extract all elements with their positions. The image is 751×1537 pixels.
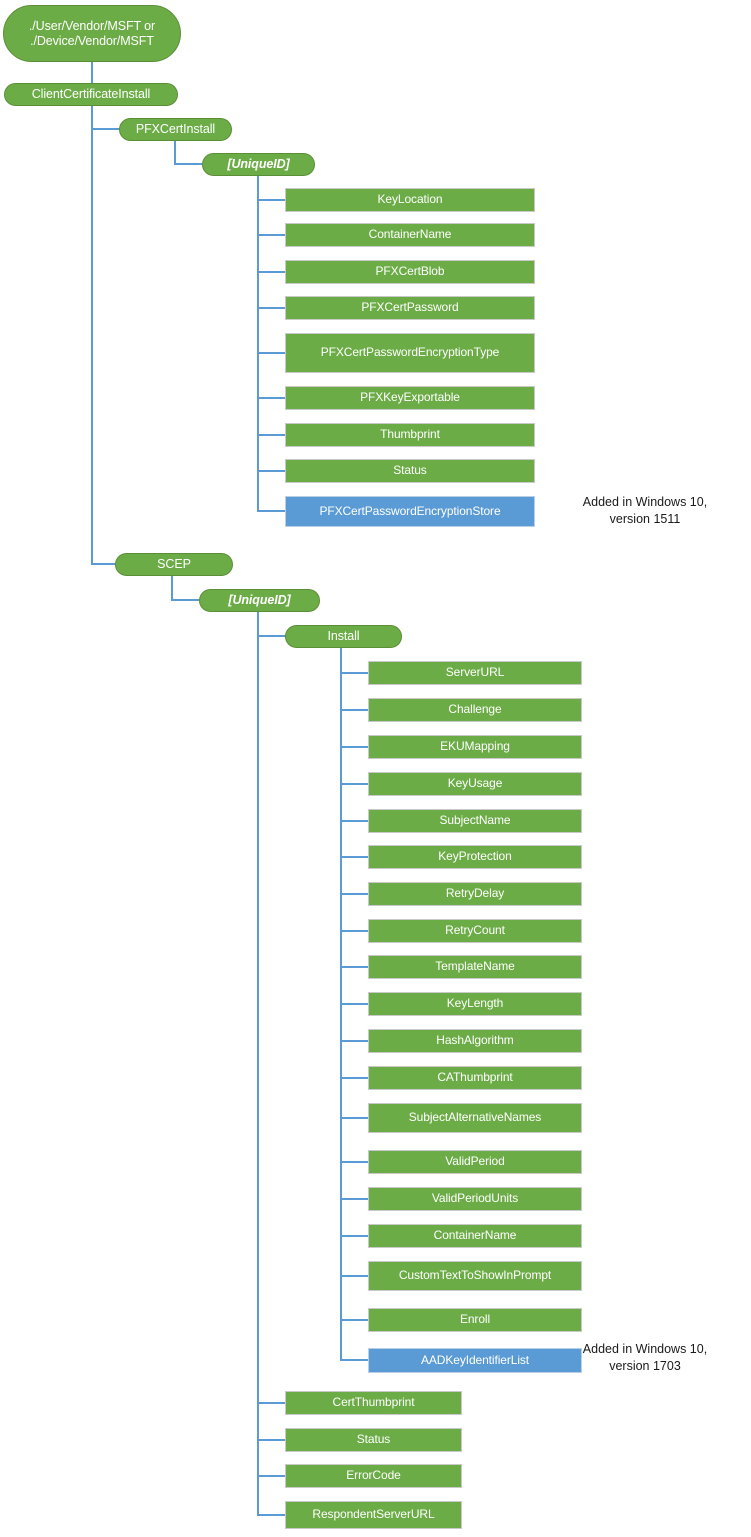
connector-4 <box>257 175 286 201</box>
connector-18 <box>257 611 286 1516</box>
connector-17 <box>257 611 286 1477</box>
node-certthumbprint[interactable]: CertThumbprint <box>285 1391 462 1415</box>
node-aadkeyidlist[interactable]: AADKeyIdentifierList <box>368 1348 582 1373</box>
node-thumbprint[interactable]: Thumbprint <box>285 423 535 447</box>
connector-21 <box>340 647 369 748</box>
connector-34 <box>340 647 369 1237</box>
connector-22 <box>340 647 369 785</box>
node-clientcertinstall[interactable]: ClientCertificateInstall <box>4 83 178 106</box>
node-pfxcertpwdencstore[interactable]: PFXCertPasswordEncryptionStore <box>285 496 535 527</box>
node-containername-scep[interactable]: ContainerName <box>368 1224 582 1248</box>
node-retrydelay[interactable]: RetryDelay <box>368 882 582 906</box>
connector-12 <box>257 175 286 512</box>
node-subjectaltnames[interactable]: SubjectAlternativeNames <box>368 1103 582 1133</box>
connector-29 <box>340 647 369 1042</box>
node-customtext[interactable]: CustomTextToShowInPrompt <box>368 1261 582 1291</box>
connector-23 <box>340 647 369 822</box>
node-challenge[interactable]: Challenge <box>368 698 582 722</box>
node-status-pfx[interactable]: Status <box>285 459 535 483</box>
connector-8 <box>257 175 286 354</box>
node-scep[interactable]: SCEP <box>115 553 233 576</box>
connector-15 <box>257 611 286 1404</box>
node-containername-pfx[interactable]: ContainerName <box>285 223 535 247</box>
connector-35 <box>340 647 369 1277</box>
node-keyusage[interactable]: KeyUsage <box>368 772 582 796</box>
connector-36 <box>340 647 369 1321</box>
node-hashalgorithm[interactable]: HashAlgorithm <box>368 1029 582 1053</box>
node-keylocation[interactable]: KeyLocation <box>285 188 535 212</box>
connector-1 <box>91 105 120 130</box>
connector-32 <box>340 647 369 1163</box>
connector-5 <box>257 175 286 236</box>
node-retrycount[interactable]: RetryCount <box>368 919 582 943</box>
node-enroll[interactable]: Enroll <box>368 1308 582 1332</box>
annotation-note-1511: Added in Windows 10, version 1511 <box>582 495 708 526</box>
connector-10 <box>257 175 286 436</box>
node-ekumapping[interactable]: EKUMapping <box>368 735 582 759</box>
node-keyprotection[interactable]: KeyProtection <box>368 845 582 869</box>
connector-9 <box>257 175 286 399</box>
connector-24 <box>340 647 369 858</box>
node-pfxcertpwdenctype[interactable]: PFXCertPasswordEncryptionType <box>285 333 535 373</box>
node-keylength[interactable]: KeyLength <box>368 992 582 1016</box>
connector-28 <box>340 647 369 1005</box>
node-validperiodunits[interactable]: ValidPeriodUnits <box>368 1187 582 1211</box>
connector-33 <box>340 647 369 1200</box>
connector-3 <box>174 140 203 165</box>
node-subjectname[interactable]: SubjectName <box>368 809 582 833</box>
node-install[interactable]: Install <box>285 625 402 648</box>
node-scep-uniqueid[interactable]: [UniqueID] <box>199 589 320 612</box>
node-pfxcertblob[interactable]: PFXCertBlob <box>285 260 535 284</box>
node-pfx-uniqueid[interactable]: [UniqueID] <box>202 153 315 176</box>
connector-37 <box>340 647 369 1361</box>
connector-13 <box>171 575 200 601</box>
connector-16 <box>257 611 286 1441</box>
node-pfxcertpassword[interactable]: PFXCertPassword <box>285 296 535 320</box>
connector-26 <box>340 647 369 932</box>
node-respondentserverurl[interactable]: RespondentServerURL <box>285 1501 462 1529</box>
connector-31 <box>340 647 369 1119</box>
connector-14 <box>257 611 286 637</box>
connector-27 <box>340 647 369 968</box>
node-pfxkeyexportable[interactable]: PFXKeyExportable <box>285 386 535 410</box>
node-pfxcertinstall[interactable]: PFXCertInstall <box>119 118 232 141</box>
connector-7 <box>257 175 286 309</box>
node-status-scep[interactable]: Status <box>285 1428 462 1452</box>
connector-11 <box>257 175 286 472</box>
node-cathumbprint[interactable]: CAThumbprint <box>368 1066 582 1090</box>
connector-2 <box>91 105 116 565</box>
node-templatename[interactable]: TemplateName <box>368 955 582 979</box>
node-validperiod[interactable]: ValidPeriod <box>368 1150 582 1174</box>
connector-25 <box>340 647 369 895</box>
node-root[interactable]: ./User/Vendor/MSFT or ./Device/Vendor/MS… <box>3 5 181 62</box>
connector-20 <box>340 647 369 711</box>
connector-19 <box>340 647 369 674</box>
node-serverurl[interactable]: ServerURL <box>368 661 582 685</box>
connector-6 <box>257 175 286 273</box>
connector-30 <box>340 647 369 1079</box>
node-errorcode[interactable]: ErrorCode <box>285 1464 462 1488</box>
annotation-note-1703: Added in Windows 10, version 1703 <box>582 1342 708 1373</box>
